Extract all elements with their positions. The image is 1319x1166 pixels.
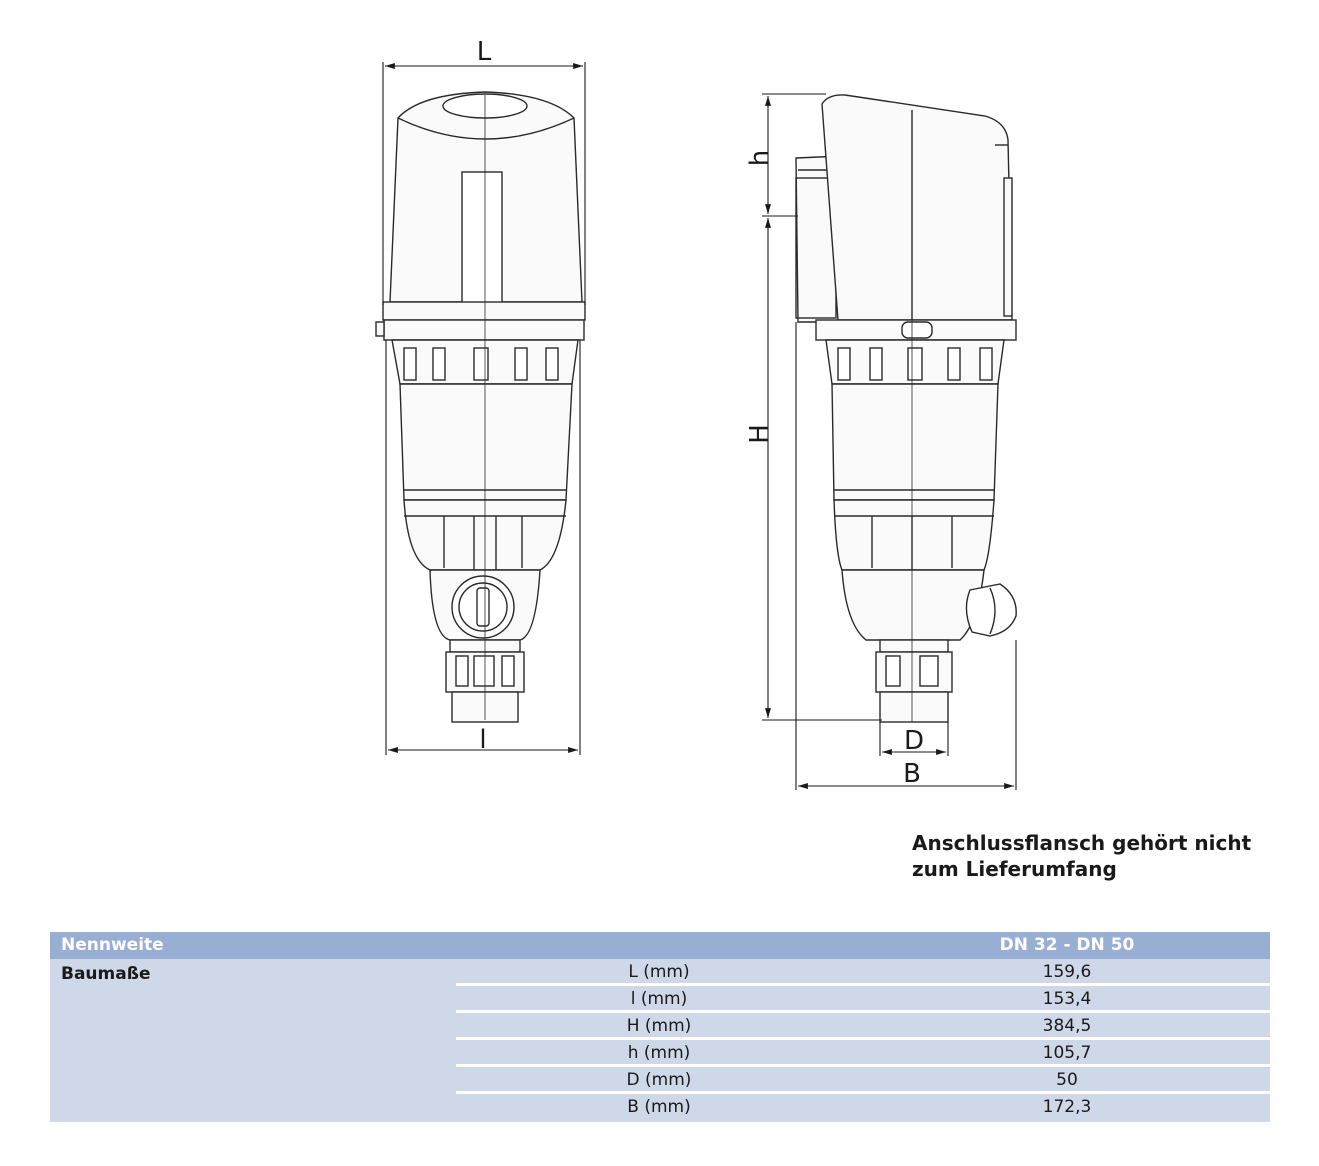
section-label: Baumaße: [61, 964, 151, 984]
dim-H: [762, 218, 882, 721]
row-separator: [456, 1010, 1270, 1013]
row-value: 105,7: [1042, 1043, 1092, 1063]
spec-table-header: Nennweite DN 32 - DN 50: [50, 932, 1270, 959]
dim-B: [795, 322, 1017, 790]
row-value: 172,3: [1042, 1097, 1092, 1117]
dim-h-label: h: [745, 150, 775, 166]
dim-h: [762, 93, 826, 217]
front-view: [375, 91, 586, 723]
dim-D-label: D: [904, 726, 924, 756]
table-row: L (mm) 159,6: [456, 959, 1270, 986]
table-row: B (mm) 172,3: [456, 1094, 1270, 1121]
technical-drawing: L l: [375, 37, 1017, 790]
scope-note-line1: Anschlussflansch gehört nicht: [912, 831, 1252, 855]
row-key: l (mm): [630, 989, 688, 1009]
dim-B-label: B: [903, 759, 921, 789]
dim-l-label: l: [479, 725, 486, 755]
row-separator: [456, 1037, 1270, 1040]
row-value: 159,6: [1042, 962, 1092, 982]
dim-L-label: L: [477, 37, 492, 67]
row-key: B (mm): [627, 1097, 691, 1117]
header-value: DN 32 - DN 50: [999, 935, 1135, 955]
row-value: 153,4: [1042, 989, 1092, 1009]
side-view: [795, 94, 1017, 723]
dim-H-label: H: [745, 424, 775, 444]
table-row: D (mm) 50: [456, 1067, 1270, 1094]
row-value: 384,5: [1042, 1016, 1092, 1036]
front-handle: [461, 171, 503, 326]
row-key: D (mm): [626, 1070, 692, 1090]
spec-table: Nennweite DN 32 - DN 50 Baumaße L (mm) 1…: [50, 932, 1270, 1122]
row-separator: [456, 1064, 1270, 1067]
dim-L: [382, 62, 586, 305]
dim-D: [879, 722, 949, 756]
table-row: H (mm) 384,5: [456, 1013, 1270, 1040]
scope-note-line2: zum Lieferumfang: [912, 857, 1117, 881]
row-key: L (mm): [628, 962, 690, 982]
table-row: h (mm) 105,7: [456, 1040, 1270, 1067]
row-key: h (mm): [627, 1043, 691, 1063]
row-separator: [456, 983, 1270, 986]
header-label: Nennweite: [61, 935, 164, 955]
row-key: H (mm): [626, 1016, 692, 1036]
row-value: 50: [1056, 1070, 1078, 1090]
table-row: l (mm) 153,4: [456, 986, 1270, 1013]
dim-l: [385, 340, 581, 755]
row-separator: [456, 1091, 1270, 1094]
scope-note: Anschlussflansch gehört nicht zum Liefer…: [912, 830, 1272, 882]
side-cap: [821, 94, 1013, 321]
side-valve: [965, 583, 1017, 637]
